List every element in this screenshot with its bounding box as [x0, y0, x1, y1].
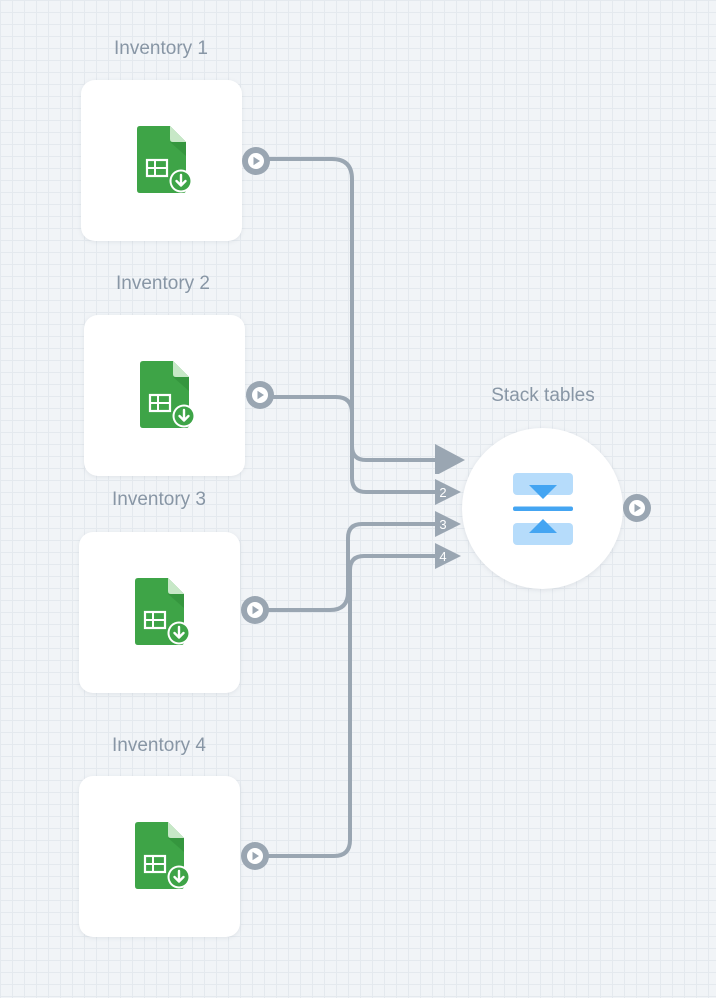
- source-node-inventory-4[interactable]: [79, 776, 240, 937]
- output-port-inventory-3[interactable]: [241, 596, 269, 624]
- target-node-stack-tables[interactable]: [462, 428, 623, 589]
- wire-inventory-3-to-input-3[interactable]: [266, 522, 442, 612]
- input-port-arrow-icon: [435, 543, 461, 569]
- source-node-inventory-2[interactable]: [84, 315, 245, 476]
- wire-inventory-1-to-input-1[interactable]: [266, 157, 442, 462]
- target-node-label: Stack tables: [491, 385, 595, 406]
- wire-inventory-4-to-input-4[interactable]: [266, 554, 442, 858]
- play-arrow-icon: [247, 602, 263, 618]
- play-arrow-icon: [629, 500, 645, 516]
- output-port-inventory-2[interactable]: [246, 381, 274, 409]
- input-port-3[interactable]: 3: [435, 510, 465, 540]
- input-port-1[interactable]: [435, 444, 465, 474]
- stack-tables-icon: [513, 473, 573, 545]
- input-port-number: 2: [439, 485, 447, 500]
- source-node-label: Inventory 1: [114, 38, 208, 59]
- play-arrow-icon: [252, 387, 268, 403]
- output-port-stack-tables[interactable]: [623, 494, 651, 522]
- input-port-arrow-icon: [435, 511, 461, 537]
- input-port-2[interactable]: 2: [435, 478, 465, 508]
- source-node-inventory-3[interactable]: [79, 532, 240, 693]
- source-node-inventory-1[interactable]: [81, 80, 242, 241]
- input-port-number: 3: [439, 517, 447, 532]
- play-arrow-icon: [248, 153, 264, 169]
- source-node-label: Inventory 3: [112, 489, 206, 510]
- input-port-number: 4: [439, 549, 447, 564]
- spreadsheet-download-icon: [135, 578, 191, 645]
- input-port-arrow-icon: [435, 479, 461, 505]
- spreadsheet-download-icon: [140, 361, 196, 428]
- input-port-arrow-icon: [435, 444, 465, 474]
- wire-inventory-2-to-input-2[interactable]: [270, 395, 442, 494]
- output-port-inventory-4[interactable]: [241, 842, 269, 870]
- source-node-label: Inventory 2: [116, 273, 210, 294]
- play-arrow-icon: [247, 848, 263, 864]
- source-node-label: Inventory 4: [112, 735, 206, 756]
- spreadsheet-download-icon: [135, 822, 191, 889]
- output-port-inventory-1[interactable]: [242, 147, 270, 175]
- spreadsheet-download-icon: [137, 126, 193, 193]
- input-port-4[interactable]: 4: [435, 542, 465, 572]
